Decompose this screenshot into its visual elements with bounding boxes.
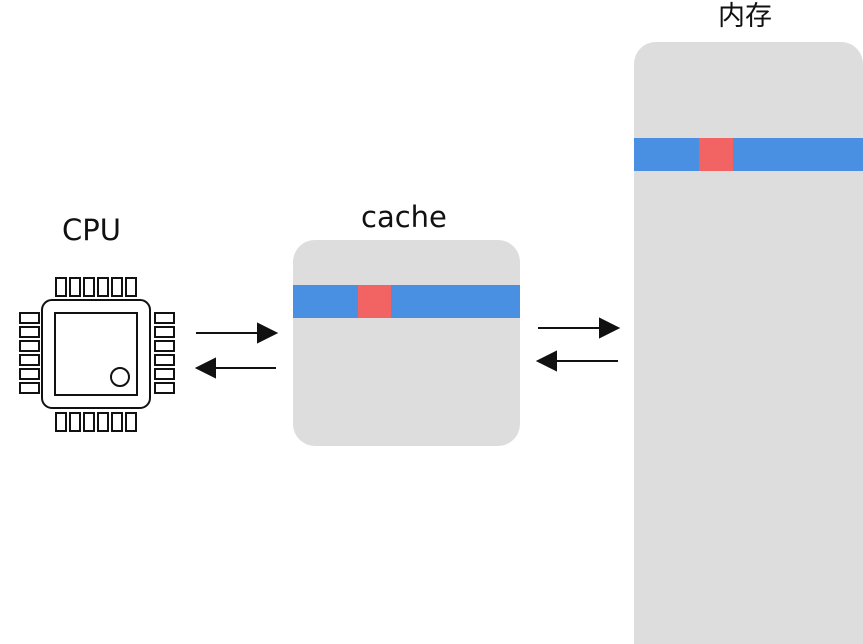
memory-line [634,138,863,171]
memory-block [634,42,863,644]
cache-label: cache [361,200,447,234]
memory-label: 内存 [718,1,772,32]
cache-line [293,285,520,318]
cpu-label: CPU [62,213,121,247]
memory-highlight-cell [699,138,733,171]
cache-highlight-cell [358,285,391,318]
cache-block [293,240,520,446]
